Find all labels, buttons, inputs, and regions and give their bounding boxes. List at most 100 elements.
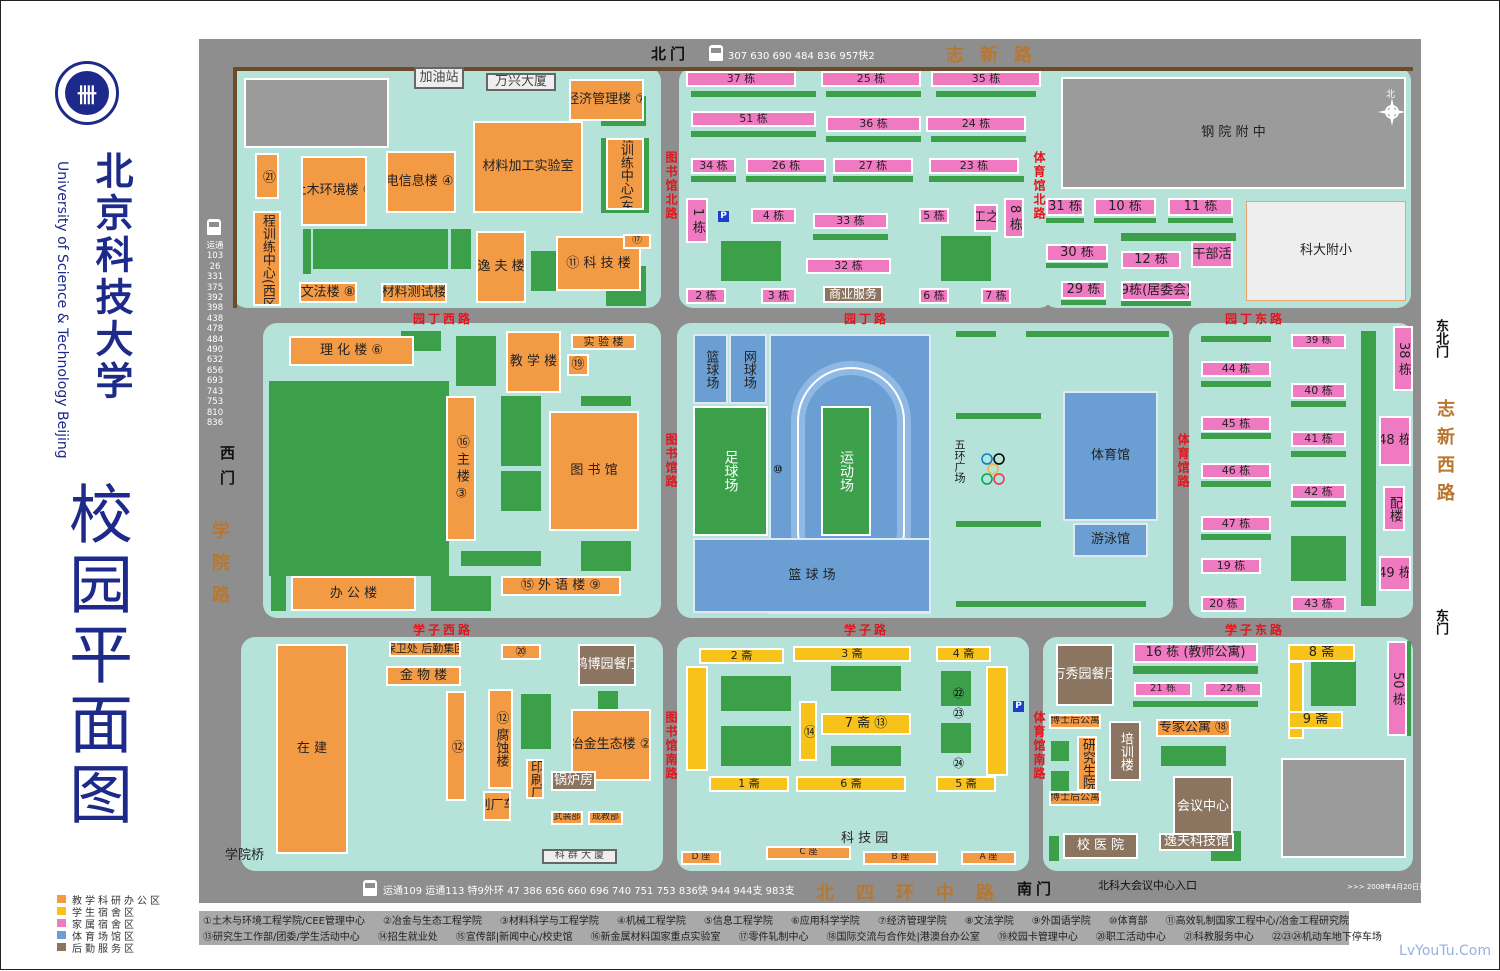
building-gym[interactable]: 体育馆 xyxy=(1063,391,1158,521)
building-b12[interactable]: ⑫ xyxy=(446,691,466,801)
building-shiyan[interactable]: 实 验 楼 xyxy=(571,334,636,350)
building-gangyuan[interactable]: 钢 院 附 中 xyxy=(1061,77,1406,189)
building-zr[interactable] xyxy=(986,666,1008,776)
building-f38[interactable]: 38 栋 xyxy=(1393,326,1413,391)
building-i22[interactable]: 22 栋 xyxy=(1204,682,1262,697)
building-mattest[interactable]: 材料测试楼 xyxy=(381,283,447,303)
building-retiree[interactable]: 离退休干部活动中心 xyxy=(1191,241,1233,268)
building-z6[interactable]: 6 斋 xyxy=(796,776,906,792)
building-yifu[interactable]: 逸 夫 楼 xyxy=(476,231,526,303)
building-hospital[interactable]: 校 医 院 xyxy=(1063,833,1138,859)
building-f47[interactable]: 47 栋 xyxy=(1201,516,1271,532)
building-bball1[interactable]: 篮球场 xyxy=(693,334,728,404)
building-zl[interactable] xyxy=(686,666,708,771)
building-zb[interactable]: C 座 xyxy=(766,846,851,860)
building-econ[interactable]: 经济管理楼 ⑦ xyxy=(569,79,644,121)
building-d34[interactable]: 34 栋 xyxy=(691,158,736,174)
building-f48[interactable]: 48 栋 xyxy=(1379,416,1411,466)
building-jinwu[interactable]: 金 物 楼 xyxy=(386,666,461,686)
building-yifuhall[interactable]: 逸夫科技馆 xyxy=(1159,833,1234,851)
building-d3[interactable]: 3 栋 xyxy=(761,288,796,304)
building-z3[interactable]: 3 斋 xyxy=(793,646,911,662)
building-d12[interactable]: 12 栋 xyxy=(1121,251,1181,269)
building-tl_gray[interactable] xyxy=(244,78,389,148)
building-f49[interactable]: 49 栋 xyxy=(1379,556,1411,591)
building-b17[interactable]: ⑰ xyxy=(623,234,651,249)
building-d6[interactable]: 6 栋 xyxy=(919,288,949,304)
building-d2[interactable]: 2 栋 xyxy=(686,288,726,304)
building-z14[interactable]: ⑭ xyxy=(799,701,817,761)
building-eng_west[interactable]: 工程训练中心(西区) xyxy=(253,211,281,306)
building-matproc[interactable]: 材料加工实验室 xyxy=(473,121,583,213)
building-d36[interactable]: 36 栋 xyxy=(826,116,921,132)
building-f44[interactable]: 44 栋 xyxy=(1201,361,1271,377)
building-tennis[interactable]: 网球场 xyxy=(729,334,767,404)
building-zd[interactable]: A 座 xyxy=(961,851,1016,865)
building-f42[interactable]: 42 栋 xyxy=(1291,484,1346,500)
building-eng_east[interactable]: 工程训练中心(东区) xyxy=(606,138,644,210)
building-za[interactable]: D 座 xyxy=(681,851,721,865)
building-d8[interactable]: 8 栋 xyxy=(1004,198,1024,238)
building-construct[interactable]: 在 建 xyxy=(276,644,348,854)
building-d27[interactable]: 27 栋 xyxy=(833,158,913,174)
building-primary[interactable]: 科大附小 xyxy=(1246,201,1406,301)
building-printshop[interactable]: 印刷厂车间 xyxy=(483,791,511,821)
building-shop[interactable]: 商业服务 xyxy=(823,286,883,303)
building-expert[interactable]: 专家公寓 ⑱ xyxy=(1156,719,1231,737)
building-office[interactable]: 办 公 楼 xyxy=(291,576,416,611)
gate-north[interactable]: 北门 xyxy=(651,45,690,63)
gate-northeast[interactable]: 东北门 xyxy=(1433,319,1448,358)
building-d4[interactable]: 4 栋 xyxy=(751,208,796,224)
building-f39[interactable]: 39 栋 xyxy=(1291,334,1346,349)
building-fpei[interactable]: 配楼 xyxy=(1383,486,1405,531)
building-z8[interactable]: 8 斋 xyxy=(1288,644,1355,662)
building-jiaoxue[interactable]: 教 学 楼 xyxy=(506,331,561,393)
building-fushi[interactable]: ⑫ 腐蚀楼 xyxy=(488,689,513,789)
building-d25[interactable]: 25 栋 xyxy=(821,71,921,87)
building-d9[interactable]: 9栋(居委会) xyxy=(1121,281,1191,301)
building-wanxing[interactable]: 万兴大厦 xyxy=(486,73,556,91)
building-b21[interactable]: ㉑ xyxy=(255,153,279,199)
building-z1[interactable]: 1 斋 xyxy=(709,776,789,792)
building-d10[interactable]: 10 栋 xyxy=(1094,198,1156,216)
building-z4[interactable]: 4 斋 xyxy=(936,646,991,662)
building-i21[interactable]: 21 栋 xyxy=(1134,682,1192,697)
building-d23[interactable]: 23 栋 xyxy=(929,158,1019,174)
building-d1[interactable]: 1 栋 xyxy=(686,198,708,243)
gate-south[interactable]: 南门 xyxy=(1017,880,1056,898)
building-armed[interactable]: 武装部 xyxy=(551,811,583,825)
building-boiler[interactable]: 锅炉房 xyxy=(551,771,596,791)
building-main[interactable]: ⑯ 主 楼 ③ xyxy=(446,396,476,541)
building-d7[interactable]: 7 栋 xyxy=(981,288,1011,304)
building-training[interactable]: 培训楼 xyxy=(1109,721,1141,781)
building-d29[interactable]: 29 栋 xyxy=(1061,281,1106,299)
building-d51[interactable]: 51 栋 xyxy=(691,111,816,127)
building-library[interactable]: 图 书 馆 xyxy=(549,411,639,531)
building-civil[interactable]: 土木环境楼 ① xyxy=(301,156,367,226)
building-z2[interactable]: 2 斋 xyxy=(699,648,784,664)
building-d37[interactable]: 37 栋 xyxy=(686,71,796,87)
building-lihua[interactable]: 理 化 楼 ⑥ xyxy=(289,336,414,366)
building-i16[interactable]: 16 栋 (教师公寓) xyxy=(1133,643,1258,663)
building-d31[interactable]: 31 栋 xyxy=(1046,198,1084,216)
building-adult[interactable]: 成教部 xyxy=(588,811,623,825)
building-f46[interactable]: 46 栋 xyxy=(1201,463,1271,479)
building-kequn[interactable]: 科 群 大 厦 xyxy=(542,849,617,864)
building-grad[interactable]: 研究生院 xyxy=(1077,736,1097,791)
gate-east[interactable]: 东门 xyxy=(1433,609,1448,635)
building-security[interactable]: 保卫处 后勤集团 xyxy=(389,641,461,657)
building-d30[interactable]: 30 栋 xyxy=(1046,244,1108,262)
building-wenfa[interactable]: 文法楼 ⑧ xyxy=(299,282,357,303)
building-br_gray[interactable] xyxy=(1281,758,1406,858)
building-d33[interactable]: 33 栋 xyxy=(813,213,888,229)
building-bball2[interactable]: 篮 球 场 xyxy=(693,538,931,613)
building-hongbo[interactable]: 鸿博园餐厅 xyxy=(578,644,636,686)
building-d11[interactable]: 11 栋 xyxy=(1168,198,1233,216)
building-b20[interactable]: ⑳ xyxy=(501,644,541,660)
building-f43[interactable]: 43 栋 xyxy=(1291,596,1346,612)
building-f20[interactable]: 20 栋 xyxy=(1201,596,1246,612)
building-d24[interactable]: 24 栋 xyxy=(926,116,1026,132)
building-staffhome[interactable]: 职工之家 xyxy=(974,204,998,232)
building-d5[interactable]: 5 栋 xyxy=(919,208,949,224)
building-postdoc1[interactable]: 博士后公寓 xyxy=(1049,714,1101,729)
